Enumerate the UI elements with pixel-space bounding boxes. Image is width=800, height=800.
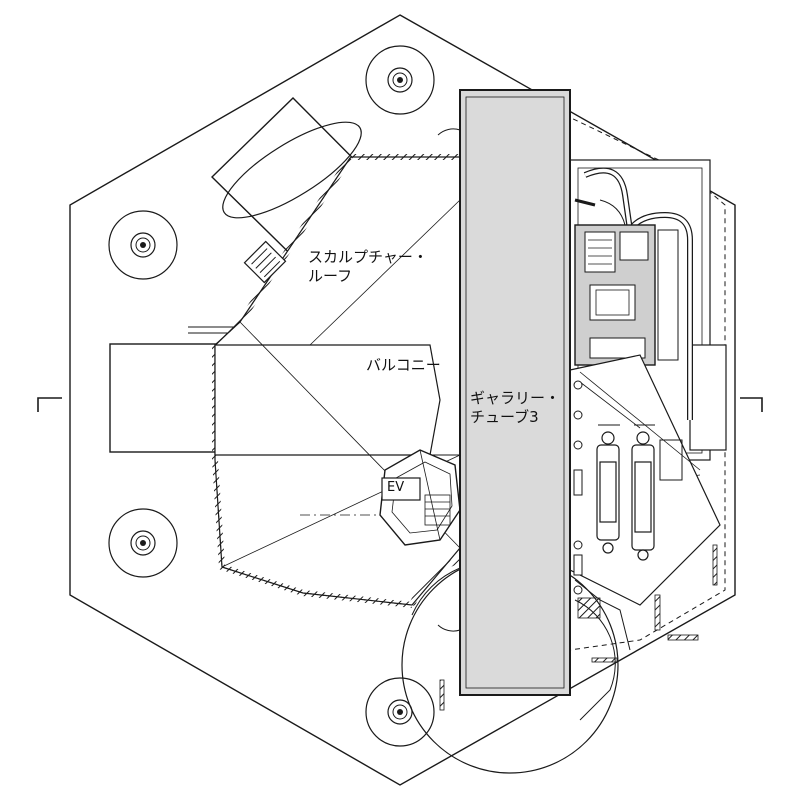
label-gallery-tube: ギャラリー・ チューブ3 [470,389,560,427]
column-upper-left [108,210,178,280]
column-lower-left [108,508,178,578]
label-balcony-text: バルコニー [366,356,441,374]
gallery-tube-3 [459,89,571,696]
column-bottom [365,677,435,747]
label-gallery-tube-line-2: チューブ3 [470,408,539,426]
section-mark-right [740,397,763,412]
balcony-plane [214,344,441,456]
small-stair-box [243,240,287,284]
label-gallery-tube-line-1: ギャラリー・ [470,389,561,407]
label-sculpture-roof-line-1: スカルプチャー・ [308,248,428,266]
label-elevator: EV [387,480,405,495]
label-sculpture-roof: スカルプチャー・ ルーフ [308,248,428,286]
outer-hexagon-outline [69,14,736,786]
machinery-cylinders [596,431,655,561]
column-top [365,45,435,115]
tilted-box-ring [222,121,362,219]
lower-arc-hatched [409,557,461,607]
label-balcony: バルコニー [366,356,441,375]
label-sculpture-roof-line-2: ルーフ [308,267,353,285]
section-mark-left [37,397,62,412]
